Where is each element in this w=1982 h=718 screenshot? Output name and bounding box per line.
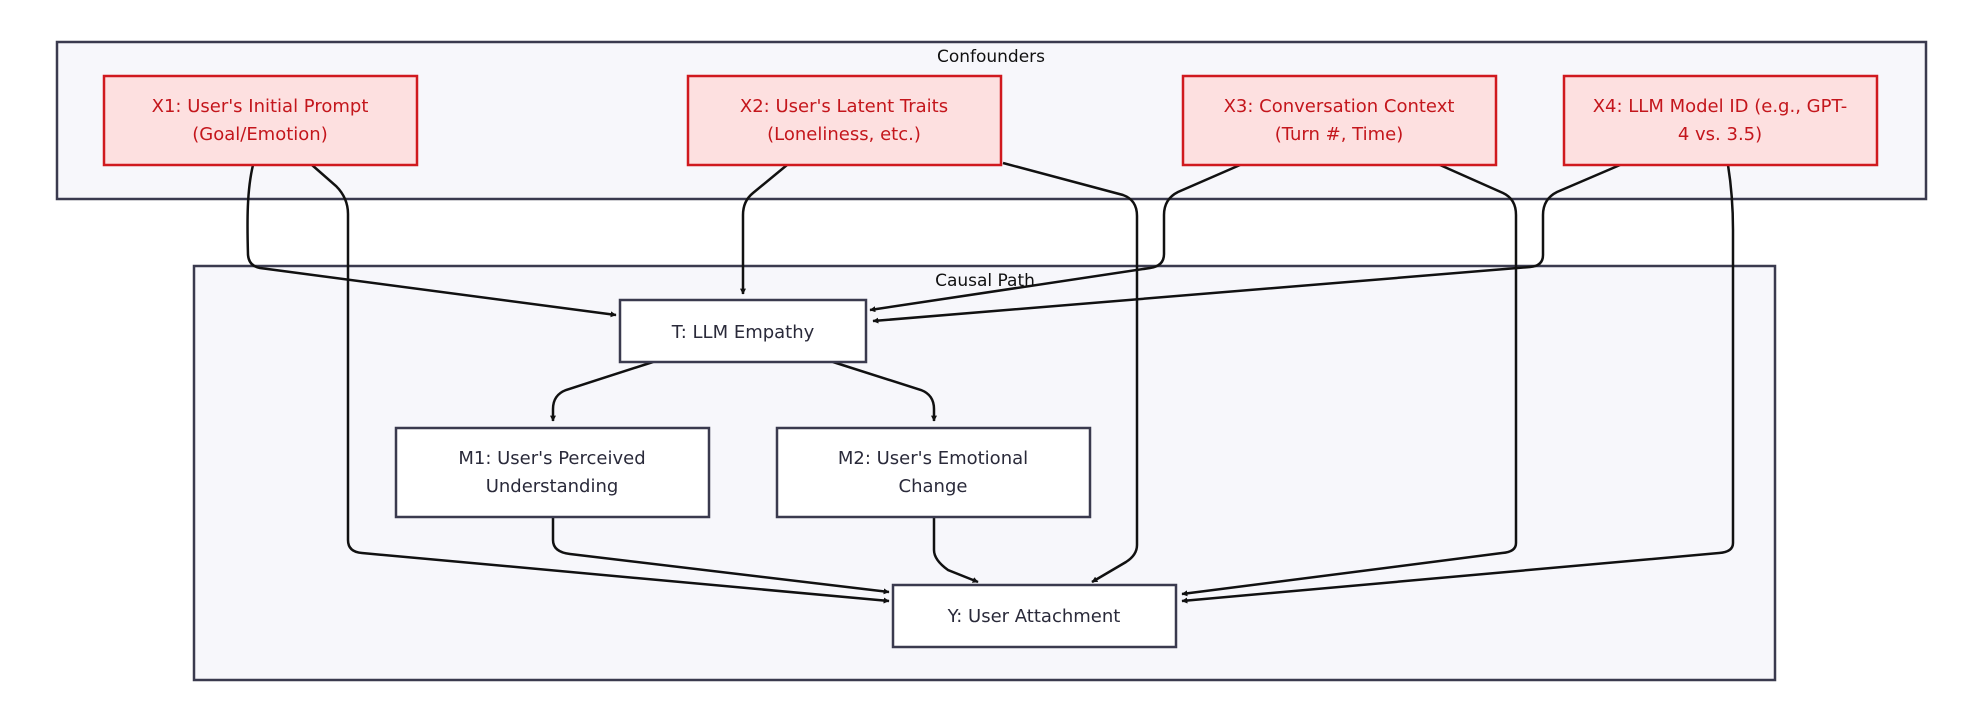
node-m2-label-line2: Change	[899, 476, 968, 497]
causal-path-title: Causal Path	[935, 271, 1035, 291]
node-x3-label-line1: X3: Conversation Context	[1224, 96, 1455, 117]
node-y: Y: User Attachment	[891, 583, 1178, 649]
edge-m2-y	[932, 518, 979, 584]
node-t-label: T: LLM Empathy	[671, 322, 815, 343]
node-x1-label-line1: X1: User's Initial Prompt	[152, 96, 369, 117]
node-x3: X3: Conversation Context (Turn #, Time)	[1181, 74, 1498, 167]
node-m1: M1: User's Perceived Understanding	[394, 426, 711, 519]
node-x4-label-line1: X4: LLM Model ID (e.g., GPT-	[1593, 96, 1848, 117]
edge-x3-t	[869, 163, 1241, 313]
node-x4-label-line2: 4 vs. 3.5)	[1678, 124, 1762, 145]
edge-x3-y	[1181, 163, 1518, 597]
node-m2-label-line1: M2: User's Emotional	[838, 448, 1028, 469]
edge-m1-y	[551, 518, 890, 595]
node-x1-label-line2: (Goal/Emotion)	[192, 124, 328, 145]
confounders-title: Confounders	[937, 47, 1045, 67]
edge-x1-y	[311, 164, 890, 604]
node-x3-label-line2: (Turn #, Time)	[1275, 124, 1404, 145]
node-x2-label-line2: (Loneliness, etc.)	[767, 124, 921, 145]
node-x4: X4: LLM Model ID (e.g., GPT- 4 vs. 3.5)	[1562, 74, 1879, 167]
edge-t-m1	[550, 360, 654, 422]
edge-x4-y	[1181, 164, 1735, 604]
edge-x2-t	[740, 164, 788, 295]
node-x1: X1: User's Initial Prompt (Goal/Emotion)	[102, 74, 419, 167]
edge-t-m2	[832, 360, 937, 422]
edge-x1-t	[246, 164, 617, 318]
edges	[246, 161, 1735, 604]
node-y-label: Y: User Attachment	[947, 606, 1121, 627]
edge-x4-t	[872, 163, 1621, 324]
node-x2-label-line1: X2: User's Latent Traits	[740, 96, 948, 117]
node-t: T: LLM Empathy	[618, 298, 868, 364]
node-x2: X2: User's Latent Traits (Loneliness, et…	[686, 74, 1003, 167]
node-m1-label-line2: Understanding	[486, 476, 619, 497]
edge-x2-y	[1002, 161, 1139, 584]
node-m2: M2: User's Emotional Change	[775, 426, 1092, 519]
node-m1-label-line1: M1: User's Perceived	[458, 448, 645, 469]
